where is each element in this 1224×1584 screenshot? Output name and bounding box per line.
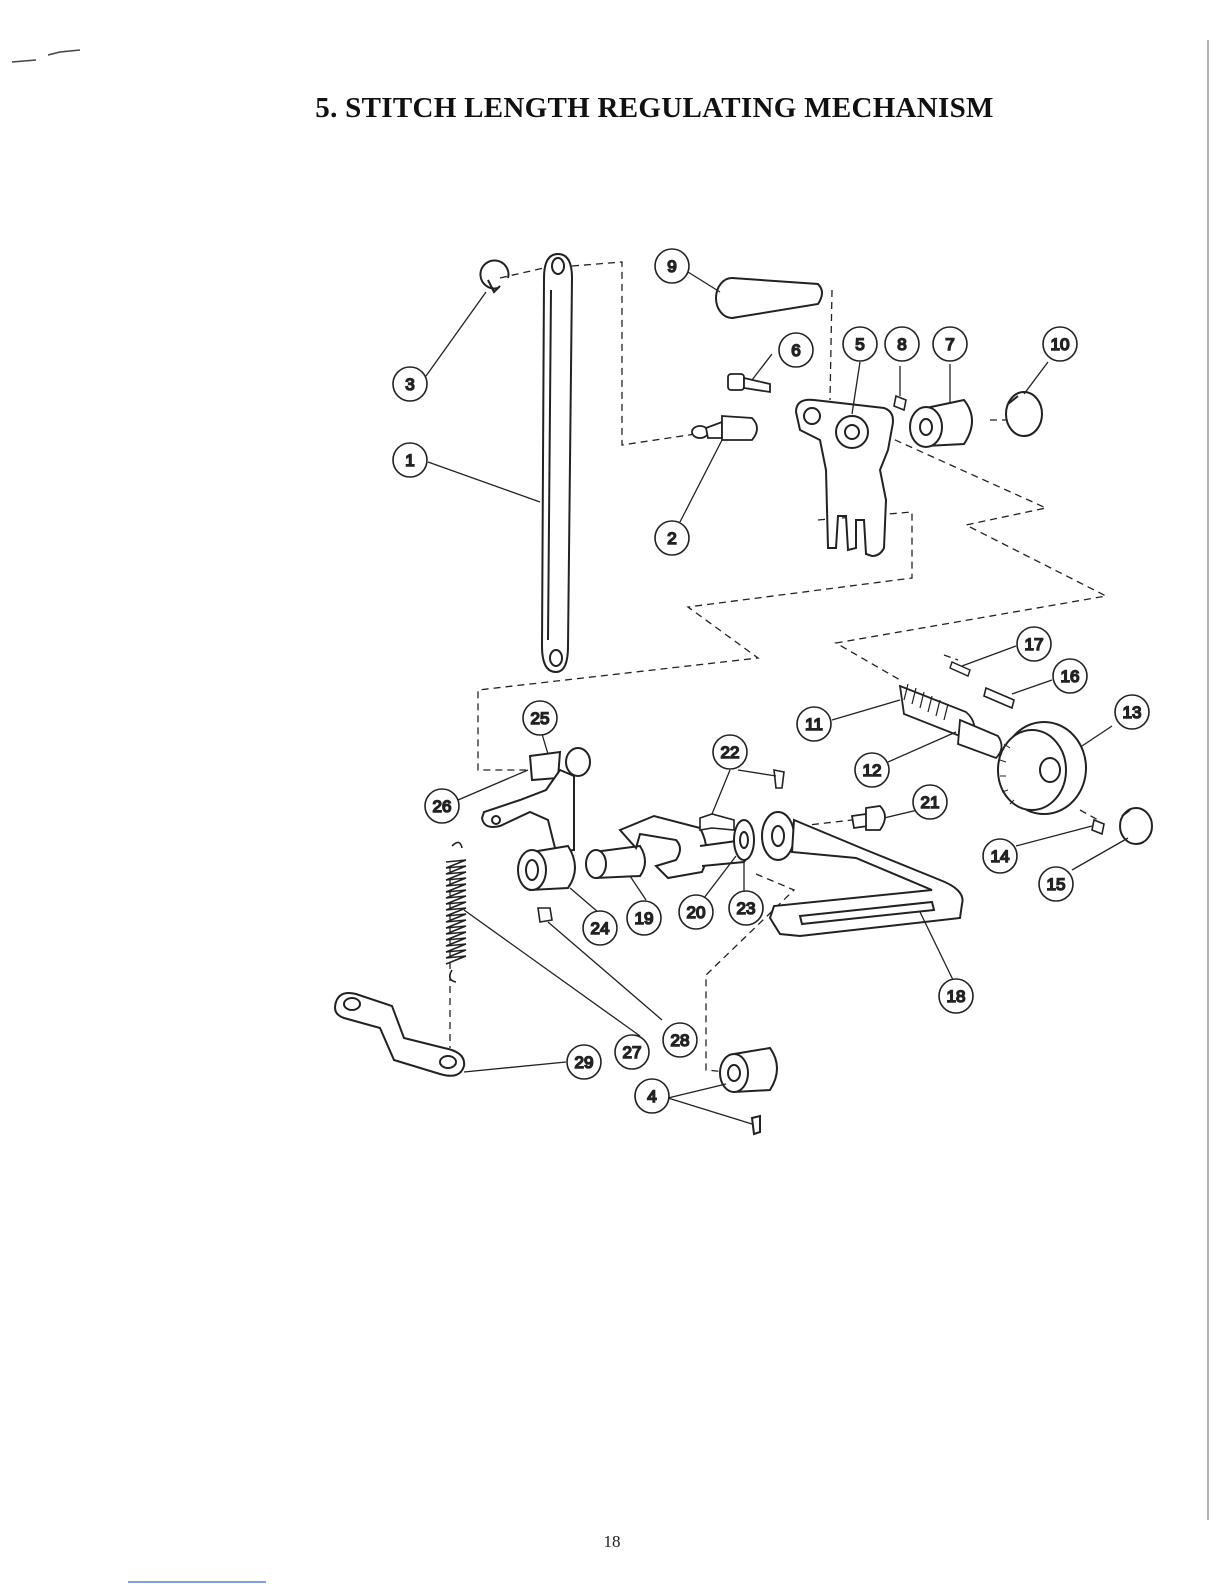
svg-text:19: 19 — [635, 909, 654, 928]
svg-text:3: 3 — [405, 375, 414, 394]
callout-7: 7 — [933, 327, 967, 361]
svg-text:16: 16 — [1061, 667, 1080, 686]
hinge-pin — [716, 278, 822, 318]
svg-text:7: 7 — [945, 335, 954, 354]
callout-26: 26 — [425, 789, 459, 823]
callout-19: 19 — [627, 901, 661, 935]
svg-text:29: 29 — [575, 1053, 594, 1072]
svg-text:10: 10 — [1051, 335, 1070, 354]
connecting-rod — [542, 254, 572, 672]
pin-16 — [984, 688, 1014, 708]
svg-text:15: 15 — [1047, 875, 1066, 894]
callout-16: 16 — [1053, 659, 1087, 693]
svg-text:23: 23 — [737, 899, 756, 918]
callout-22: 22 — [713, 735, 747, 769]
callout-9: 9 — [655, 249, 689, 283]
callout-29: 29 — [567, 1045, 601, 1079]
svg-text:11: 11 — [805, 715, 823, 734]
svg-text:8: 8 — [897, 335, 906, 354]
set-screw-8 — [894, 396, 906, 410]
washer-23 — [734, 820, 754, 860]
callout-18: 18 — [939, 979, 973, 1013]
callout-25: 25 — [523, 701, 557, 735]
crank-lever — [482, 748, 590, 852]
svg-text:1: 1 — [405, 451, 414, 470]
svg-text:28: 28 — [671, 1031, 690, 1050]
svg-text:22: 22 — [721, 743, 740, 762]
callout-10: 10 — [1043, 327, 1077, 361]
callout-8: 8 — [885, 327, 919, 361]
screw-6 — [728, 374, 770, 392]
svg-text:20: 20 — [687, 903, 706, 922]
callout-13: 13 — [1115, 695, 1149, 729]
svg-text:24: 24 — [591, 919, 610, 938]
forked-lever — [796, 400, 893, 556]
callout-4: 4 — [635, 1079, 669, 1113]
callout-20: 20 — [679, 895, 713, 929]
set-screw-28 — [538, 908, 552, 922]
callout-5: 5 — [843, 327, 877, 361]
svg-text:2: 2 — [667, 529, 676, 548]
svg-text:6: 6 — [791, 341, 800, 360]
cap-10 — [1006, 392, 1042, 436]
svg-text:5: 5 — [855, 335, 864, 354]
svg-text:4: 4 — [647, 1087, 656, 1106]
bushing-4 — [720, 1048, 777, 1134]
svg-text:25: 25 — [531, 709, 550, 728]
callout-15: 15 — [1039, 867, 1073, 901]
svg-text:14: 14 — [991, 847, 1010, 866]
callout-14: 14 — [983, 839, 1017, 873]
callout-23: 23 — [729, 891, 763, 925]
callout-2: 2 — [655, 521, 689, 555]
callout-3: 3 — [393, 367, 427, 401]
stitch-length-dial — [998, 722, 1086, 814]
callout-11: 11 — [797, 707, 831, 741]
bracket-29 — [335, 993, 464, 1076]
svg-text:27: 27 — [623, 1043, 642, 1062]
tension-spring — [446, 842, 466, 982]
callout-17: 17 — [1017, 627, 1051, 661]
svg-text:26: 26 — [433, 797, 452, 816]
slotted-arm — [762, 812, 963, 936]
svg-text:21: 21 — [921, 793, 940, 812]
callout-1: 1 — [393, 443, 427, 477]
svg-text:12: 12 — [863, 761, 882, 780]
svg-text:18: 18 — [947, 987, 966, 1006]
knob-cap-15 — [1120, 808, 1152, 844]
screw-14 — [1092, 820, 1104, 834]
callout-24: 24 — [583, 911, 617, 945]
scan-mark — [12, 50, 80, 62]
page-number: 18 — [0, 1532, 1224, 1552]
bushing-7 — [910, 400, 972, 447]
e-ring — [480, 260, 508, 292]
callout-12: 12 — [855, 753, 889, 787]
callout-21: 21 — [913, 785, 947, 819]
stud-21 — [852, 806, 885, 830]
svg-text:13: 13 — [1123, 703, 1142, 722]
callout-28: 28 — [663, 1023, 697, 1057]
collar-24 — [518, 846, 575, 890]
callout-6: 6 — [779, 333, 813, 367]
stud-2 — [692, 416, 757, 440]
callout-27: 27 — [615, 1035, 649, 1069]
svg-text:17: 17 — [1025, 635, 1044, 654]
svg-text:9: 9 — [667, 257, 676, 276]
